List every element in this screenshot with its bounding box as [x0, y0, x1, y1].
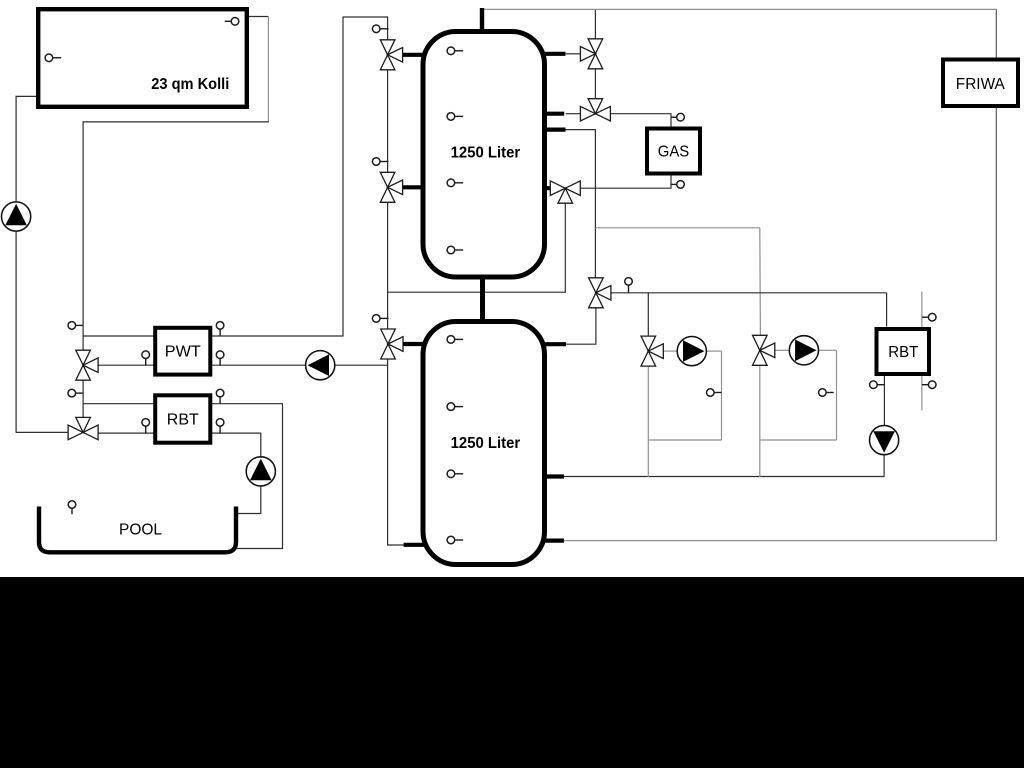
svg-text:1250 Liter: 1250 Liter: [451, 435, 521, 452]
svg-text:RBT: RBT: [167, 412, 200, 429]
svg-text:RBT: RBT: [888, 344, 919, 361]
svg-text:PWT: PWT: [165, 344, 202, 361]
svg-text:23 qm Kolli: 23 qm Kolli: [151, 76, 229, 93]
svg-text:1250 Liter: 1250 Liter: [451, 144, 521, 161]
svg-text:GAS: GAS: [658, 143, 690, 160]
svg-text:POOL: POOL: [119, 521, 162, 538]
svg-text:FRIWA: FRIWA: [956, 76, 1006, 93]
